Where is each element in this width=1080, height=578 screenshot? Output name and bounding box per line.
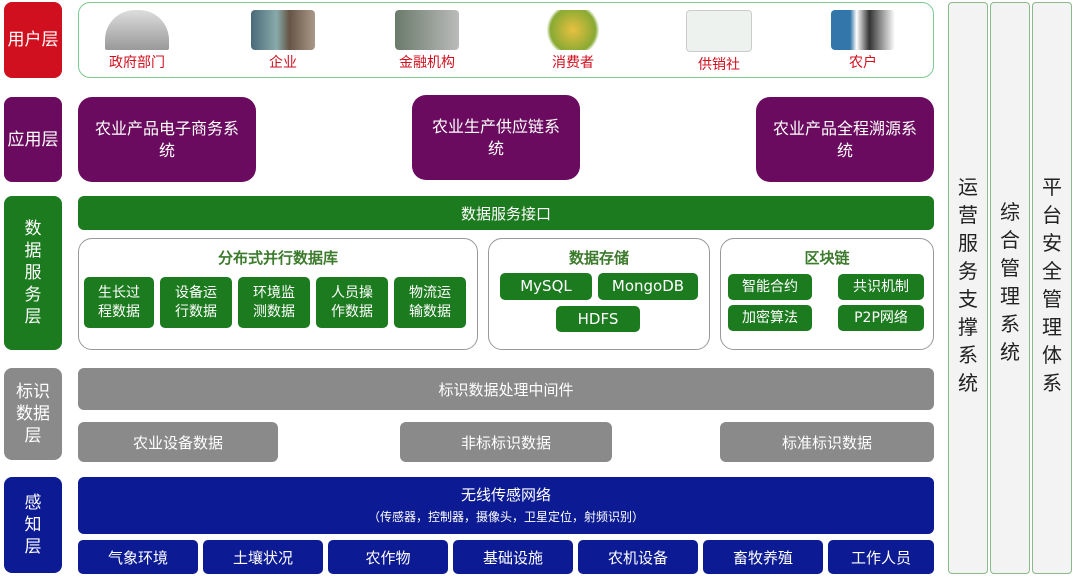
sensing-item: 土壤状况 xyxy=(203,540,323,574)
identifier-middleware: 标识数据处理中间件 xyxy=(78,368,934,410)
user-label: 消费者 xyxy=(552,55,594,71)
storage-mysql: MySQL xyxy=(500,273,592,300)
db-item: 设备运行数据 xyxy=(160,277,232,328)
storage-hdfs: HDFS xyxy=(556,306,640,332)
layer-label-data-service: 数据服务层 xyxy=(4,196,62,350)
panel-title: 数据存储 xyxy=(568,249,629,267)
coop-sign-icon xyxy=(686,10,752,52)
wireless-sensor-network: 无线传感网络 （传感器，控制器，摄像头，卫星定位，射频识别） xyxy=(78,477,934,534)
sensing-item: 工作人员 xyxy=(828,540,934,574)
data-service-interface: 数据服务接口 xyxy=(78,196,934,230)
blockchain-item: 加密算法 xyxy=(728,305,812,331)
user-finance: 金融机构 xyxy=(372,10,482,72)
user-farmer: 农户 xyxy=(808,10,918,72)
security-management-system: 平台安全管理体系 xyxy=(1032,2,1072,574)
identifier-item: 农业设备数据 xyxy=(78,422,278,462)
produce-icon xyxy=(541,10,605,50)
identifier-item: 标准标识数据 xyxy=(720,422,934,462)
integrated-management-system: 综合管理系统 xyxy=(990,2,1030,574)
storage-mongodb: MongoDB xyxy=(598,273,698,300)
user-label: 供销社 xyxy=(698,57,740,73)
bank-photo-icon xyxy=(395,10,459,50)
blockchain-item: 共识机制 xyxy=(838,274,924,300)
blockchain-item: P2P网络 xyxy=(838,305,924,331)
app-supply-chain[interactable]: 农业生产供应链系统 xyxy=(412,95,580,180)
layer-label-app: 应用层 xyxy=(4,97,62,182)
panel-title: 分布式并行数据库 xyxy=(217,249,338,267)
factory-icon xyxy=(251,10,315,50)
network-detail: （传感器，控制器，摄像头，卫星定位，射频识别） xyxy=(367,509,644,524)
user-panel xyxy=(78,2,934,78)
user-government: 政府部门 xyxy=(82,10,192,72)
sensing-item: 基础设施 xyxy=(453,540,573,574)
blockchain-item: 智能合约 xyxy=(728,274,812,300)
user-label: 金融机构 xyxy=(399,55,455,71)
db-item: 物流运输数据 xyxy=(394,277,466,328)
user-label: 企业 xyxy=(269,55,297,71)
user-coop: 供销社 xyxy=(664,10,774,74)
app-ecommerce[interactable]: 农业产品电子商务系统 xyxy=(78,97,256,182)
db-item: 环境监测数据 xyxy=(238,277,310,328)
app-traceability[interactable]: 农业产品全程溯源系统 xyxy=(756,97,934,182)
government-building-icon xyxy=(105,10,169,50)
ops-support-system: 运营服务支撑系统 xyxy=(948,2,988,574)
network-title: 无线传感网络 xyxy=(460,485,551,504)
user-enterprise: 企业 xyxy=(228,10,338,72)
sensing-item: 农作物 xyxy=(328,540,448,574)
identifier-item: 非标标识数据 xyxy=(400,422,612,462)
farmer-cow-icon xyxy=(831,10,895,50)
user-label: 农户 xyxy=(849,55,877,71)
sensing-item: 农机设备 xyxy=(578,540,698,574)
sensing-item: 畜牧养殖 xyxy=(703,540,823,574)
layer-label-identifier: 标识数据层 xyxy=(4,368,62,460)
user-consumer: 消费者 xyxy=(518,10,628,72)
panel-title: 区块链 xyxy=(804,249,850,267)
sensing-item: 气象环境 xyxy=(78,540,198,574)
layer-label-sensing: 感知层 xyxy=(4,477,62,573)
db-item: 生长过程数据 xyxy=(84,277,154,328)
db-item: 人员操作数据 xyxy=(316,277,388,328)
user-label: 政府部门 xyxy=(109,55,165,71)
layer-label-user: 用户层 xyxy=(4,2,62,78)
